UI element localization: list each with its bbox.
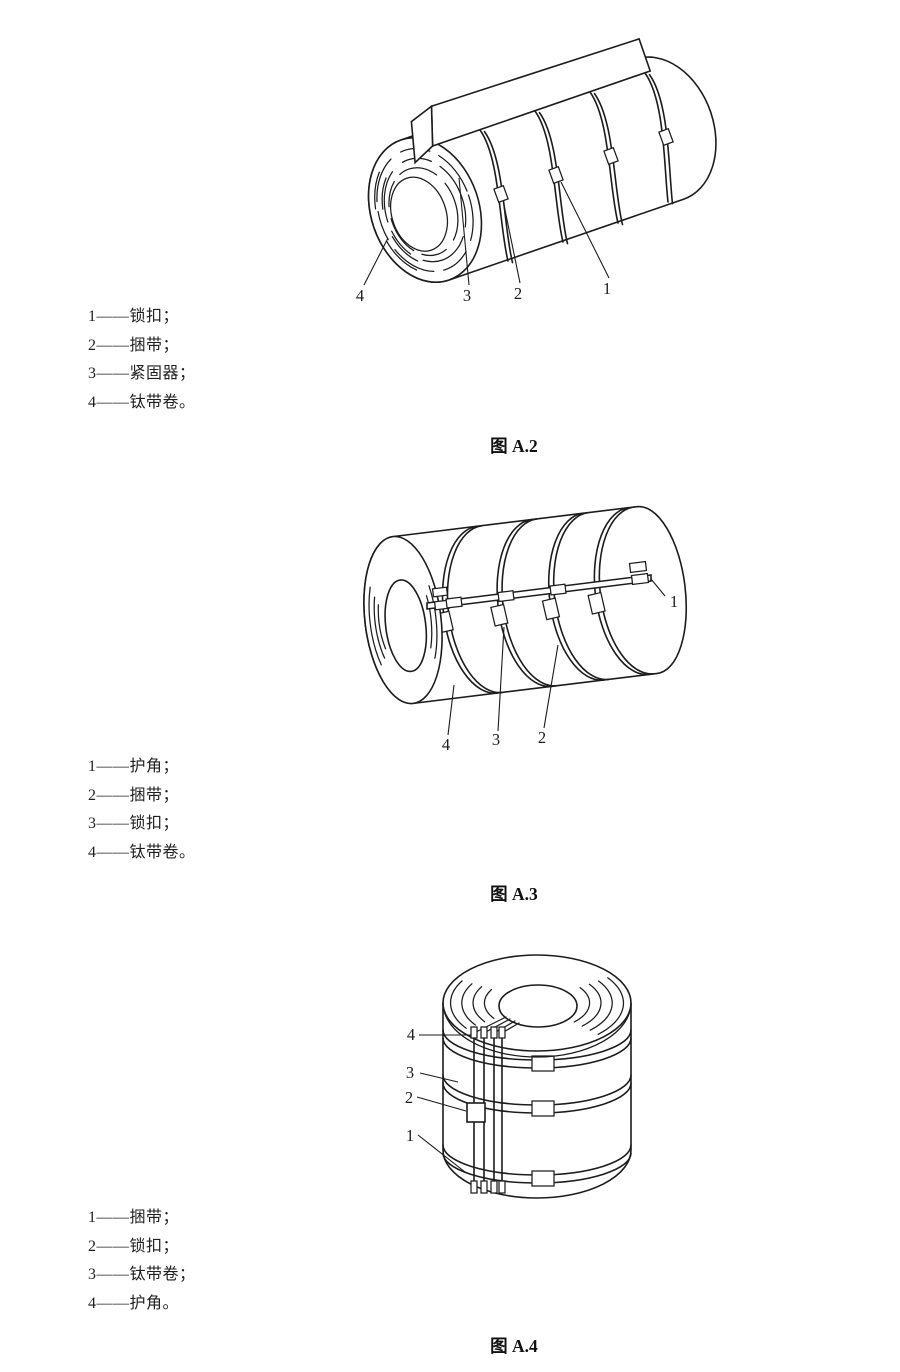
winding-hatch-arcs bbox=[374, 171, 419, 271]
callout-label-2: 2 bbox=[514, 284, 522, 303]
legend-item: 4——钛带卷。 bbox=[88, 393, 196, 411]
band-lock-buckles bbox=[531, 1055, 555, 1187]
lock-buckles bbox=[493, 127, 674, 204]
callout-label-1: 1 bbox=[670, 592, 678, 611]
figure-a2-legend: 1——锁扣； 2——捆带； 3——紧固器； 4——钛带卷。 bbox=[88, 303, 196, 417]
figure-a3-illustration: 4 3 2 1 bbox=[363, 505, 688, 754]
corner-protector-rail bbox=[426, 560, 652, 611]
figure-a2-caption: 图 A.2 bbox=[490, 436, 538, 456]
callout-label-4: 4 bbox=[356, 286, 364, 305]
legend-item: 1——锁扣； bbox=[88, 308, 180, 325]
callout-label-3: 3 bbox=[463, 286, 471, 305]
legend-item: 2——捆带； bbox=[88, 786, 180, 804]
legend-item: 3——钛带卷； bbox=[88, 1266, 196, 1284]
callout-label-4: 4 bbox=[407, 1025, 415, 1044]
callout-leader-lines bbox=[447, 578, 666, 736]
callout-leader-lines bbox=[416, 1034, 471, 1173]
callout-leader-lines bbox=[363, 177, 610, 286]
rim-inner-edge bbox=[442, 1002, 632, 1058]
fastener-strip bbox=[410, 37, 652, 165]
legend-item: 1——护角； bbox=[88, 758, 180, 775]
winding-hatch-arcs bbox=[449, 977, 625, 1035]
figure-a3-caption: 图 A.3 bbox=[490, 884, 538, 904]
coil-horizontal-drawing: 4 3 2 1 bbox=[356, 37, 717, 305]
callout-label-2: 2 bbox=[538, 728, 546, 747]
callout-label-2: 2 bbox=[405, 1088, 413, 1107]
coil-body bbox=[442, 1002, 632, 1199]
coil-horizontal-rail-drawing: 4 3 2 1 bbox=[363, 505, 688, 754]
legend-item: 2——捆带； bbox=[88, 336, 180, 354]
legend-item: 4——钛带卷。 bbox=[88, 843, 196, 861]
callout-label-1: 1 bbox=[406, 1126, 414, 1145]
winding-hatch-arcs bbox=[368, 585, 438, 666]
figure-a4-illustration: 4 3 2 1 bbox=[405, 954, 632, 1199]
coil-eye bbox=[390, 176, 449, 252]
figure-a2-illustration: 4 3 2 1 bbox=[356, 37, 717, 305]
coil-vertical-drawing: 4 3 2 1 bbox=[405, 954, 632, 1199]
legend-item: 4——护角。 bbox=[88, 1294, 180, 1312]
coil-eye bbox=[384, 579, 428, 673]
callout-label-4: 4 bbox=[442, 735, 450, 754]
corner-protectors bbox=[470, 1026, 506, 1194]
figure-a3-legend: 1——护角； 2——捆带； 3——锁扣； 4——钛带卷。 bbox=[88, 753, 196, 867]
legend-item: 3——锁扣； bbox=[88, 815, 180, 833]
callout-label-1: 1 bbox=[603, 279, 611, 298]
callout-label-3: 3 bbox=[492, 730, 500, 749]
strap-lock-buckle bbox=[466, 1102, 486, 1123]
coil-eye bbox=[498, 984, 578, 1028]
legend-item: 3——紧固器； bbox=[88, 365, 196, 383]
strap-eye-segments bbox=[473, 1016, 520, 1034]
figure-a4-legend: 1——捆带； 2——锁扣； 3——钛带卷； 4——护角。 bbox=[88, 1204, 196, 1318]
legend-item: 1——捆带； bbox=[88, 1209, 180, 1226]
figure-a4-caption: 图 A.4 bbox=[490, 1336, 538, 1356]
legend-item: 2——锁扣； bbox=[88, 1237, 180, 1255]
callout-label-3: 3 bbox=[406, 1063, 414, 1082]
